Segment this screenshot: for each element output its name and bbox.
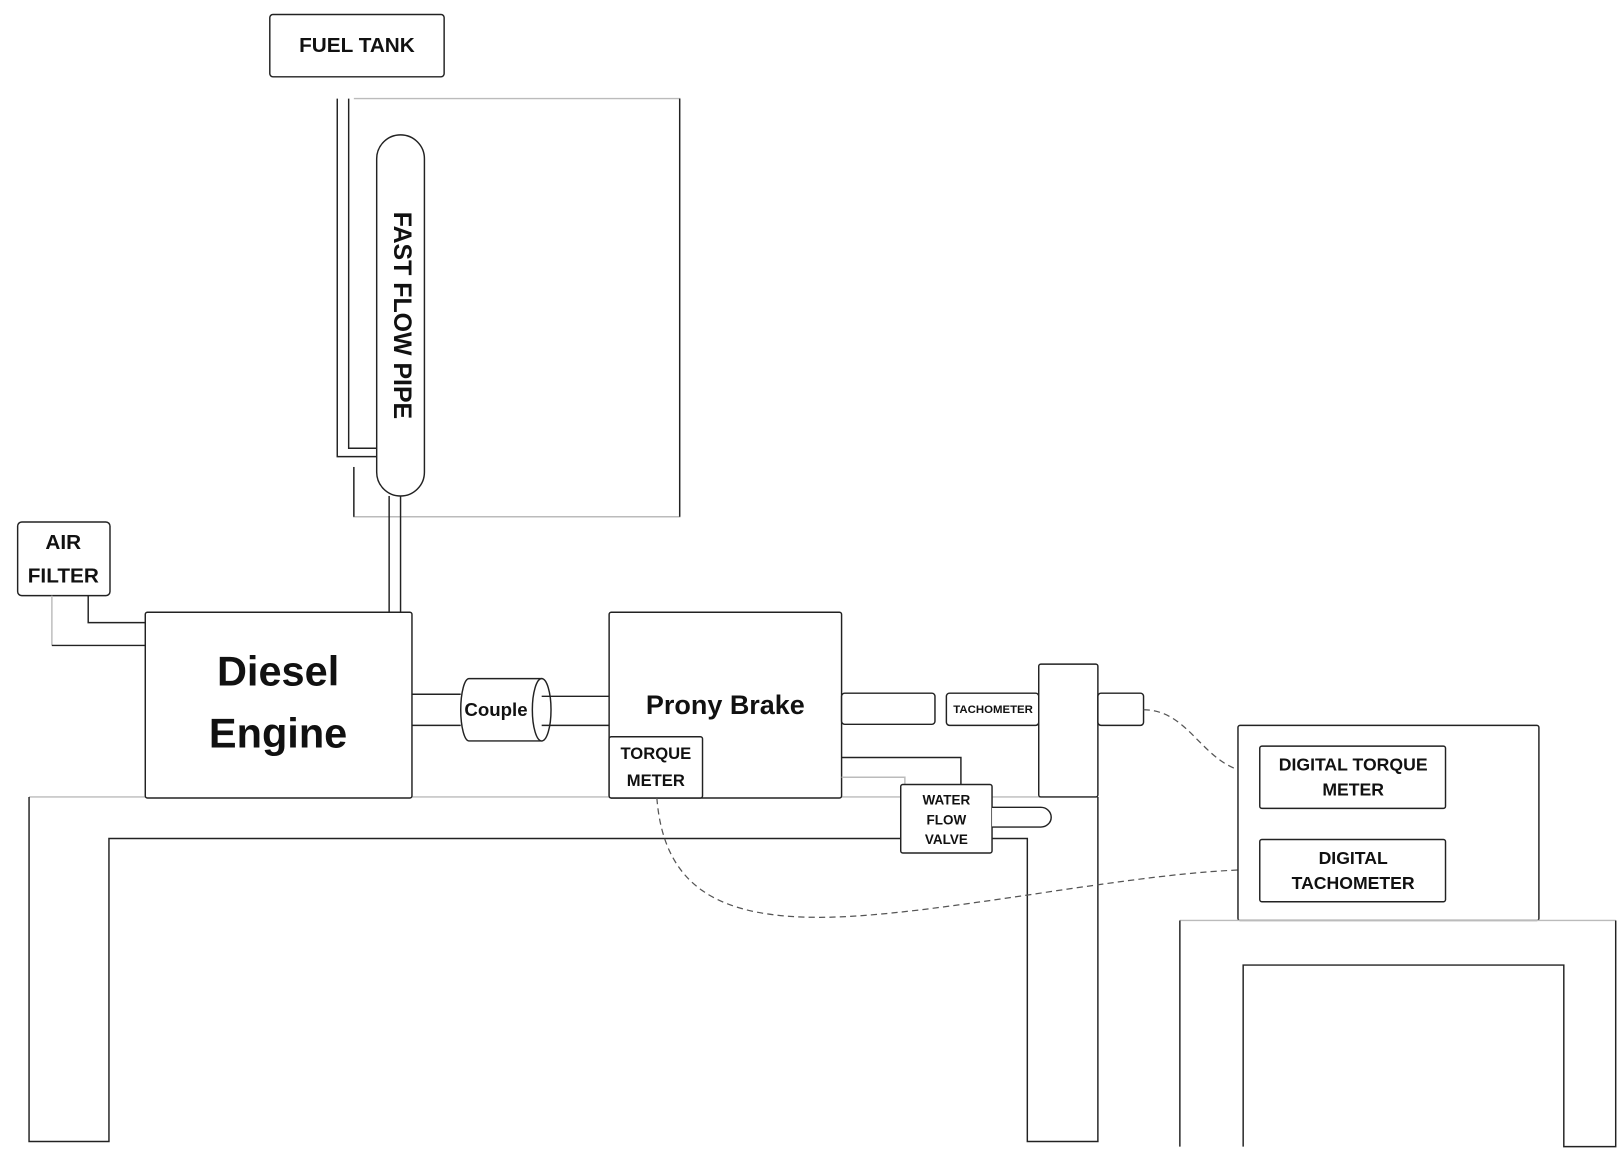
digital-torque-meter-label-line1: DIGITAL TORQUE: [1279, 754, 1428, 774]
water-flow-valve-label-line3: VALVE: [925, 832, 968, 847]
fast-flow-pipe-label: FAST FLOW PIPE: [388, 212, 416, 419]
torque-meter-label-line1: TORQUE: [620, 744, 691, 763]
instrument-table: [1179, 919, 1617, 1148]
air-filter-label-line1: AIR: [45, 531, 81, 554]
output-shaft: [840, 692, 936, 726]
speed-signal-line: [656, 797, 1260, 918]
diesel-engine-label-line1: Diesel: [217, 647, 339, 694]
engine-shaft: [411, 693, 461, 727]
water-return-line: [841, 776, 906, 785]
instrument-panel: DIGITAL TORQUE METER DIGITAL TACHOMETER: [1237, 724, 1540, 922]
couple: Couple: [460, 677, 552, 742]
digital-tachometer-label-line1: DIGITAL: [1319, 848, 1388, 868]
air-filter-label-line2: FILTER: [28, 564, 99, 587]
fast-flow-pipe: FAST FLOW PIPE: [375, 134, 426, 613]
digital-torque-meter: DIGITAL TORQUE METER: [1259, 745, 1447, 810]
brake-shaft: [541, 695, 610, 727]
torque-meter-label-line2: METER: [627, 771, 685, 790]
tachometer-sensor: [1097, 692, 1145, 727]
support-column: [1038, 663, 1099, 798]
fuel-tank: FUEL TANK: [269, 13, 445, 78]
torque-meter: TORQUE METER: [608, 736, 704, 799]
water-line: [841, 756, 962, 785]
digital-tachometer: DIGITAL TACHOMETER: [1259, 838, 1447, 903]
digital-torque-meter-label-line2: METER: [1322, 779, 1384, 799]
prony-brake-label: Prony Brake: [646, 690, 805, 720]
diesel-engine: Diesel Engine: [144, 611, 413, 799]
diesel-engine-label-line2: Engine: [209, 710, 347, 757]
fuel-line-frame: [336, 97, 681, 518]
water-flow-valve-label-line1: WATER: [923, 793, 971, 808]
tachometer: TACHOMETER: [945, 692, 1040, 727]
air-filter: AIR FILTER: [16, 521, 146, 647]
water-flow-valve: WATER FLOW VALVE: [899, 783, 1052, 854]
water-flow-valve-label-line2: FLOW: [927, 812, 967, 827]
fuel-tank-label: FUEL TANK: [299, 34, 415, 57]
tachometer-label: TACHOMETER: [953, 704, 1033, 716]
digital-tachometer-label-line2: TACHOMETER: [1292, 873, 1415, 893]
couple-label: Couple: [464, 699, 527, 720]
